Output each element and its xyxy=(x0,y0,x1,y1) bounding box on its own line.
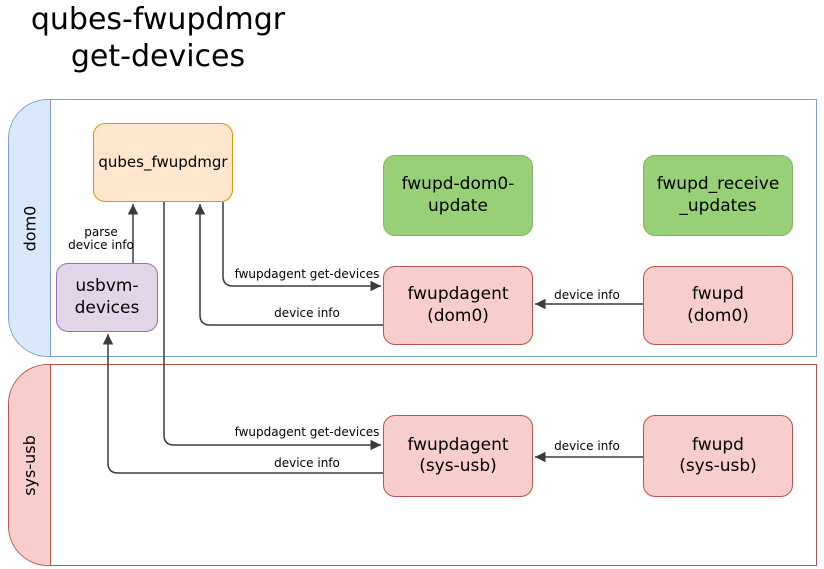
edge-label-get-devices-sysusb: fwupdagent get-devices xyxy=(234,425,380,439)
diagram-title: qubes-fwupdmgr get-devices xyxy=(30,2,286,74)
node-fwupd-receive-updates: fwupd_receive _updates xyxy=(643,155,793,236)
edge-label-device-info-sysusb-return: device info xyxy=(274,456,340,470)
node-qubes-fwupdmgr: qubes_fwupdmgr xyxy=(93,123,233,202)
node-fwupd-dom0-update: fwupd-dom0- update xyxy=(383,155,533,236)
swimlane-dom0-label: dom0 xyxy=(20,205,39,251)
node-fwupdagent-sys-usb: fwupdagent (sys-usb) xyxy=(383,415,533,497)
edge-label-get-devices-dom0: fwupdagent get-devices xyxy=(234,267,380,281)
swimlane-sys-usb-header: sys-usb xyxy=(9,365,51,565)
node-fwupd-sys-usb: fwupd (sys-usb) xyxy=(643,415,793,497)
node-fwupd-dom0: fwupd (dom0) xyxy=(643,266,793,345)
swimlane-sys-usb-label: sys-usb xyxy=(20,434,40,496)
edge-label-device-info-dom0-return: device info xyxy=(274,306,340,320)
edge-label-device-info-fwupd-sysusb: device info xyxy=(554,439,620,453)
swimlane-dom0-header: dom0 xyxy=(9,100,51,356)
edge-label-device-info-fwupd-dom0: device info xyxy=(554,288,620,302)
node-fwupdagent-dom0: fwupdagent (dom0) xyxy=(383,266,533,345)
edge-label-parse-device-info: parse device info xyxy=(68,225,134,253)
node-usbvm-devices: usbvm- devices xyxy=(56,263,158,332)
